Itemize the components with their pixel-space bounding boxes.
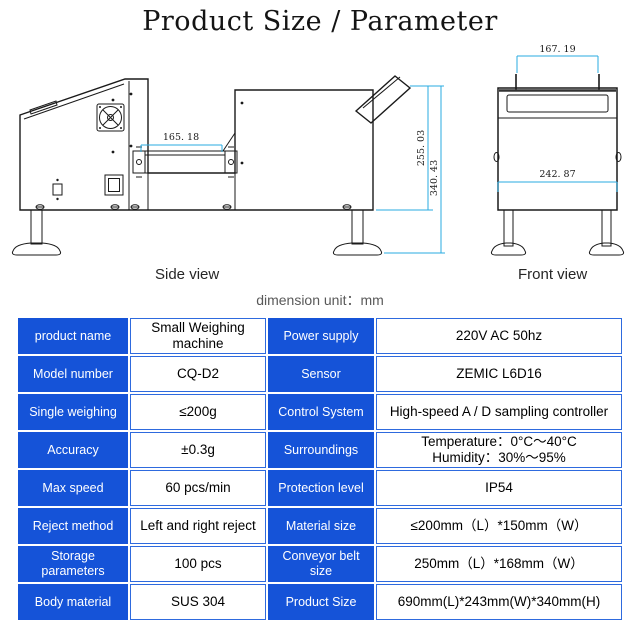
- spec-value: Small Weighing machine: [130, 318, 266, 354]
- spec-key: Product Size: [268, 584, 374, 620]
- dim-label-total-height: 340. 43: [429, 160, 440, 196]
- spec-key: Surroundings: [268, 432, 374, 468]
- side-slope-inner-line: [23, 83, 125, 120]
- spec-value: Left and right reject: [130, 508, 266, 544]
- spec-key: Control System: [268, 394, 374, 430]
- spec-key: Storage parameters: [18, 546, 128, 582]
- spec-key: Power supply: [268, 318, 374, 354]
- spec-value: 220V AC 50hz: [376, 318, 622, 354]
- conveyor-belt: [132, 146, 238, 178]
- spec-value: SUS 304: [130, 584, 266, 620]
- spec-value: 60 pcs/min: [130, 470, 266, 506]
- fan-vent-icon: [96, 103, 125, 132]
- dimension-unit-note: dimension unit：mm: [256, 292, 384, 308]
- spec-value-line1: Temperature：0°C～40°C: [421, 434, 577, 450]
- side-slope-step: [29, 100, 58, 115]
- spec-key: Max speed: [18, 470, 128, 506]
- deflector-line: [222, 132, 236, 152]
- spec-key: Model number: [18, 356, 128, 392]
- spec-key: Reject method: [18, 508, 128, 544]
- spec-value: High-speed A / D sampling controller: [376, 394, 622, 430]
- side-connector: [52, 178, 63, 201]
- front-view-label: Front view: [518, 266, 588, 283]
- spec-value: IP54: [376, 470, 622, 506]
- spec-key: Sensor: [268, 356, 374, 392]
- front-dimension-lines: [516, 55, 599, 73]
- front-body-width-dimension: [497, 181, 618, 192]
- dim-label-belt-length: 165. 18: [163, 132, 199, 143]
- screw-dots: [111, 92, 244, 165]
- side-view-label: Side view: [155, 266, 220, 283]
- spec-value: 690mm(L)*243mm(W)*340mm(H): [376, 584, 622, 620]
- side-legs: [11, 209, 383, 256]
- dim-label-inner-height: 255. 03: [416, 130, 427, 166]
- spec-key: Accuracy: [18, 432, 128, 468]
- front-body-outline: [497, 87, 618, 211]
- dim-label-hopper-width: 167. 19: [539, 44, 575, 55]
- side-body-outline: [19, 78, 374, 211]
- spec-key: Conveyor belt size: [268, 546, 374, 582]
- front-view-drawing: 167. 19 242. 87: [490, 44, 625, 256]
- front-legs: [490, 209, 625, 256]
- side-view-drawing: 165. 18 255. 03 340. 43: [11, 75, 445, 256]
- side-dimension-lines: [140, 85, 445, 254]
- spec-value: ≤200g: [130, 394, 266, 430]
- base-screws: [35, 204, 352, 210]
- spec-value: ZEMIC L6D16: [376, 356, 622, 392]
- power-button: [104, 174, 124, 196]
- spec-value: 100 pcs: [130, 546, 266, 582]
- spec-value-line2: Humidity：30%～95%: [432, 450, 566, 465]
- discharge-chute: [354, 75, 412, 124]
- spec-value: 250mm（L）*168mm（W）: [376, 546, 622, 582]
- front-top-panel: [506, 94, 609, 113]
- spec-key: Protection level: [268, 470, 374, 506]
- left-knob: [493, 152, 500, 162]
- spec-value: ≤200mm（L）*150mm（W）: [376, 508, 622, 544]
- spec-value-multiline: Temperature：0°C～40°C Humidity：30%～95%: [376, 432, 622, 468]
- right-knob: [615, 152, 622, 162]
- spec-key: Body material: [18, 584, 128, 620]
- spec-value: CQ-D2: [130, 356, 266, 392]
- spec-key: Single weighing: [18, 394, 128, 430]
- dim-label-body-width: 242. 87: [539, 169, 575, 180]
- spec-key: product name: [18, 318, 128, 354]
- spec-table: product name Small Weighing machine Powe…: [18, 318, 622, 620]
- spec-key: Material size: [268, 508, 374, 544]
- spec-value: ±0.3g: [130, 432, 266, 468]
- page-title: Product Size / Parameter: [142, 6, 498, 37]
- side-panel-seams: [128, 81, 236, 210]
